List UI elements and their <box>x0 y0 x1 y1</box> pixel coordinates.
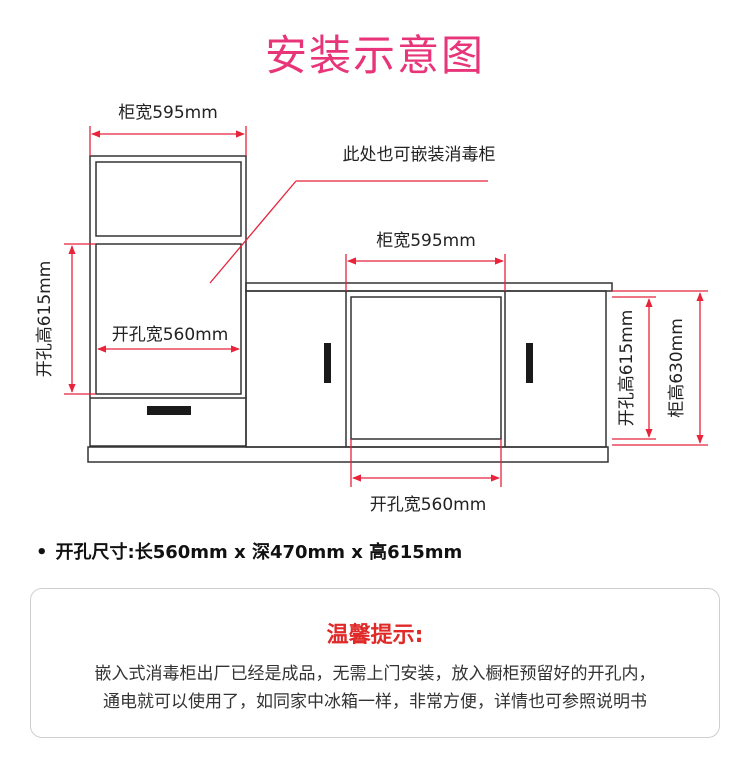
opening-size-spec: • 开孔尺寸:长560mm x 深470mm x 高615mm <box>36 538 462 564</box>
embed-note-label: 此处也可嵌装消毒柜 <box>343 145 496 165</box>
tip-line-1: 嵌入式消毒柜出厂已经是成品，无需上门安装，放入橱柜预留好的开孔内， <box>94 664 656 684</box>
tall-opening-width-label: 开孔宽560mm <box>112 325 229 345</box>
installation-diagram: 柜宽595mm 此处也可嵌装消毒柜 开孔高615mm 开孔宽560mm 柜宽59… <box>35 103 708 515</box>
plinth <box>87 446 609 463</box>
spec-text: 开孔尺寸:长560mm x 深470mm x 高615mm <box>55 542 463 563</box>
right-door-handle <box>526 343 533 383</box>
base-cabinets <box>87 282 613 463</box>
base-cabinet-opening <box>350 296 502 440</box>
tall-cabinet <box>89 155 247 447</box>
spec-bullet: • <box>36 542 48 563</box>
base-opening-height-label: 开孔高615mm <box>617 310 637 427</box>
page-title: 安装示意图 <box>264 31 485 80</box>
tall-opening-height-label: 开孔高615mm <box>35 261 55 378</box>
base-cabinet-width-label: 柜宽595mm <box>376 231 476 251</box>
tall-cabinet-outline <box>89 155 247 447</box>
countertop <box>245 282 613 292</box>
embed-note-leader <box>209 180 297 284</box>
tip-line-2: 通电就可以使用了，如同家中冰箱一样，非常方便，详情也可参照说明书 <box>103 692 647 712</box>
tip-title: 温馨提示: <box>326 623 424 648</box>
tall-cabinet-width-label: 柜宽595mm <box>118 103 218 123</box>
base-cabinet-outline <box>245 290 607 448</box>
base-opening-width-label: 开孔宽560mm <box>370 495 487 515</box>
tip-box: 温馨提示: 嵌入式消毒柜出厂已经是成品，无需上门安装，放入橱柜预留好的开孔内， … <box>30 588 720 738</box>
tall-cabinet-upper-opening <box>95 161 242 237</box>
left-door-handle <box>324 343 331 383</box>
tall-cabinet-lower-opening <box>95 243 242 395</box>
drawer-handle <box>147 406 191 415</box>
base-cabinet-height-label: 柜高630mm <box>667 318 687 418</box>
